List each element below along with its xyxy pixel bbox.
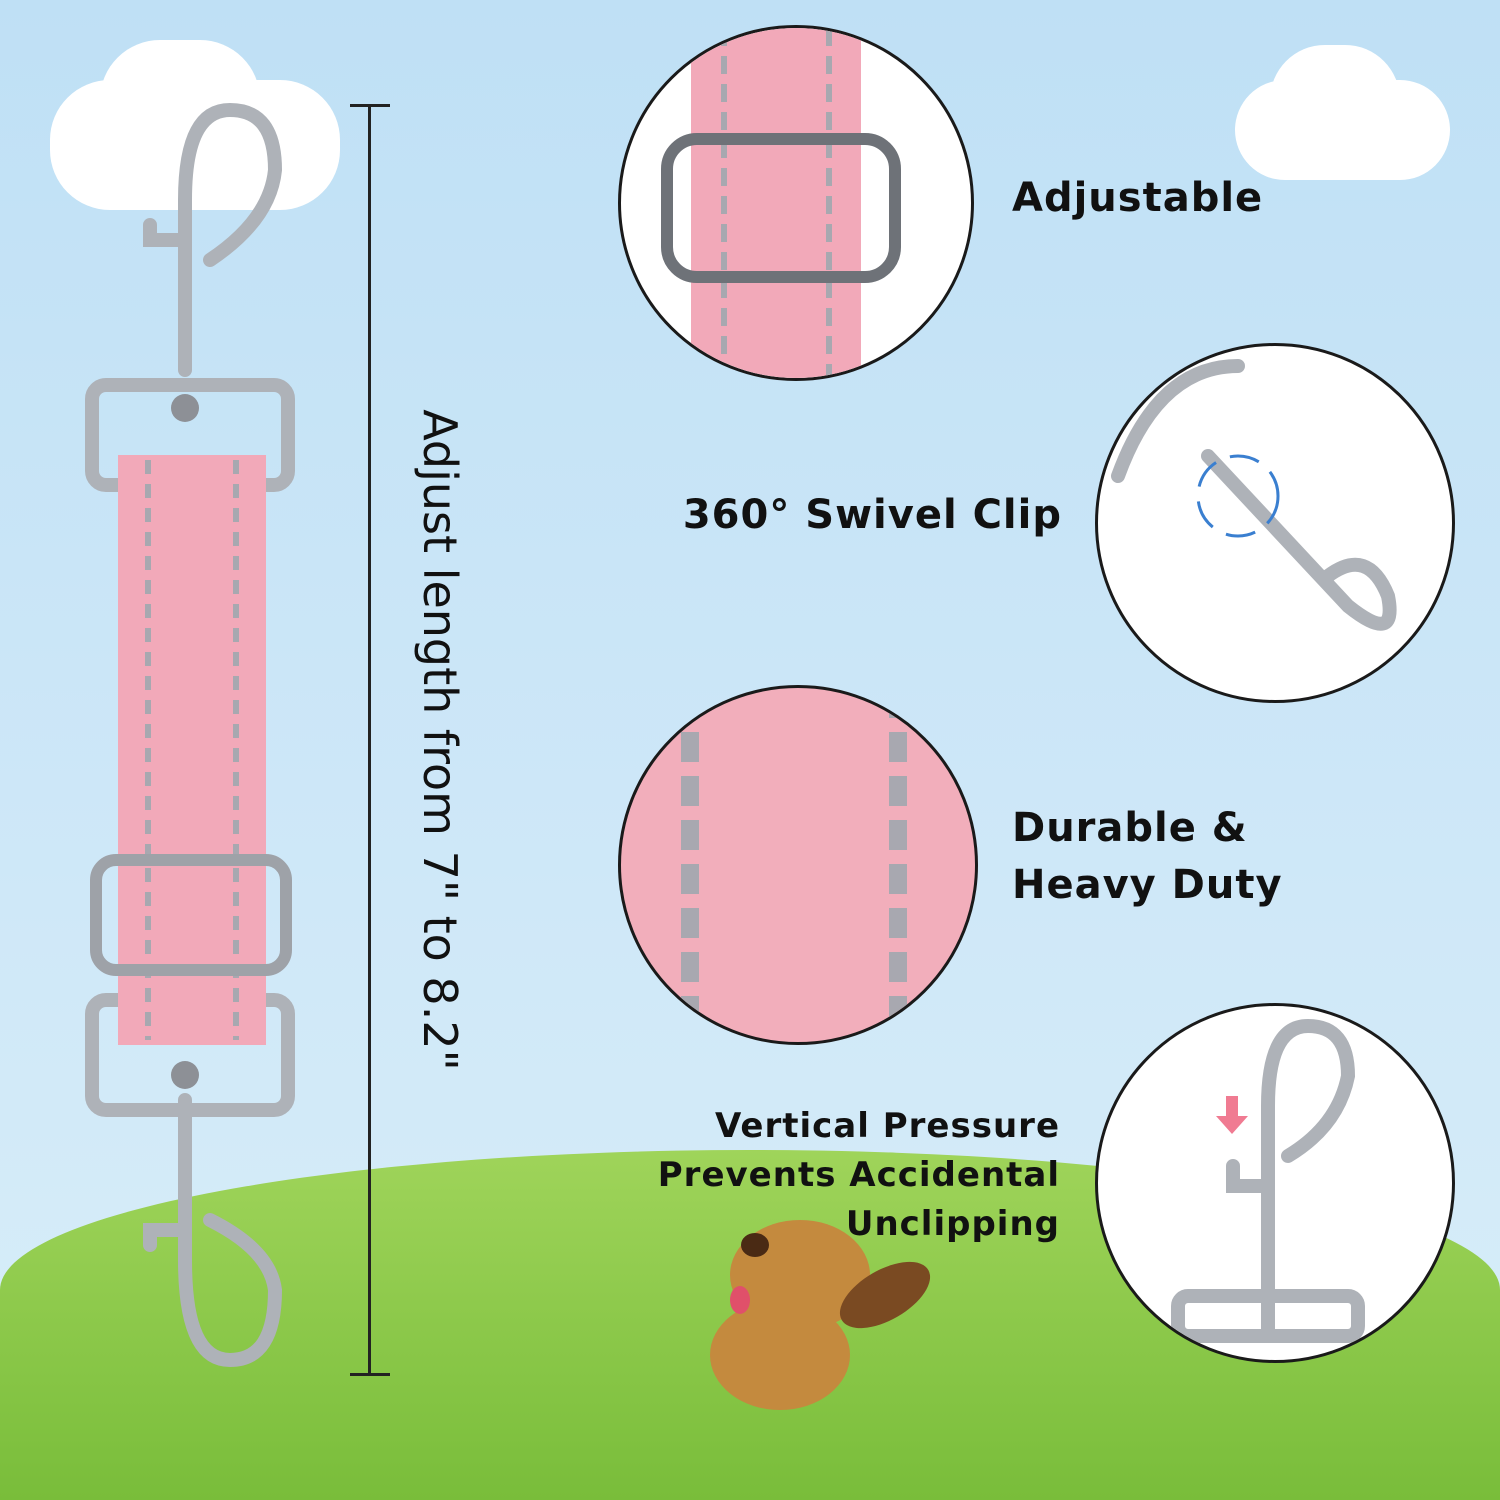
down-arrow-icon xyxy=(1216,1096,1248,1134)
measurement-tick xyxy=(350,104,390,107)
detail-vertical-pressure xyxy=(1095,1003,1455,1363)
feature-pressure-line3: Unclipping xyxy=(845,1204,1060,1244)
cloud xyxy=(1270,45,1400,155)
detail-swivel-clip xyxy=(1095,343,1455,703)
cloud xyxy=(100,40,260,160)
measurement-tick xyxy=(350,1373,390,1376)
feature-pressure-line2: Prevents Accidental xyxy=(657,1155,1060,1195)
detail-adjustable xyxy=(618,25,974,381)
detail-durable xyxy=(618,685,978,1045)
swivel-rotation-arrows-icon xyxy=(1196,454,1280,538)
feature-pressure-line1: Vertical Pressure xyxy=(714,1106,1060,1146)
feature-durable-line1: Durable & xyxy=(1012,805,1248,851)
leash-product-image xyxy=(85,102,295,1368)
feature-durable-line2: Heavy Duty xyxy=(1012,862,1283,908)
cartoon-dog xyxy=(710,1220,931,1410)
feature-swivel-clip: 360° Swivel Clip xyxy=(682,492,1062,538)
feature-adjustable: Adjustable xyxy=(1012,175,1264,221)
measurement-line xyxy=(368,105,371,1375)
length-label: Adjust length from 7" to 8.2" xyxy=(413,409,467,1071)
